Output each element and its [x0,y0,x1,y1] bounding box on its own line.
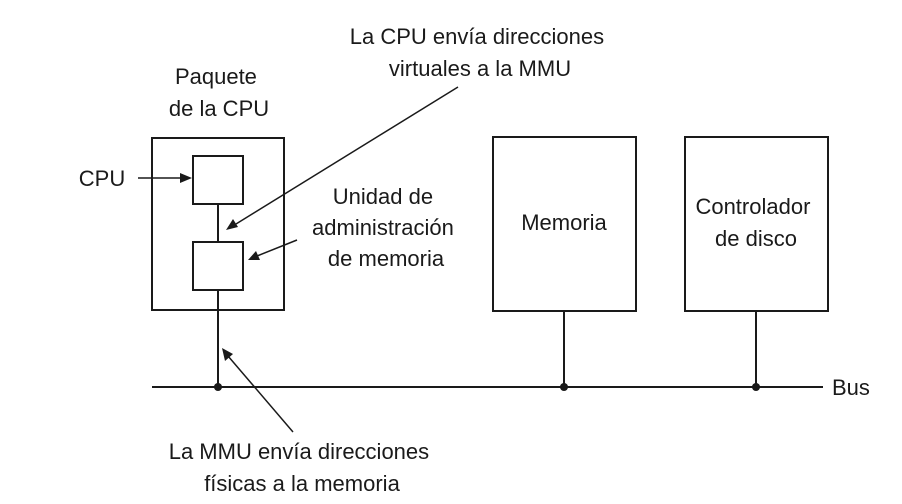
cpu-package-label: Paquete de la CPU [169,64,269,121]
top-note-label: La CPU envía direcciones virtuales a la … [350,24,610,81]
cpu-label: CPU [79,166,125,191]
cpu-label-arrowhead [180,173,192,183]
top-note-arrowhead [226,219,238,230]
memory-label: Memoria [521,210,607,235]
bottom-note-arrowhead [222,348,233,361]
bottom-note-arrow-line [227,355,294,433]
bus-junction-memory [560,383,568,391]
disk-controller-label: Controlador de disco [695,194,816,251]
mmu-label: Unidad de administración de memoria [312,184,460,271]
bus-junction-mmu [214,383,222,391]
mmu-label-arrow-line [256,239,298,257]
bus-label: Bus [832,375,870,400]
top-note-arrow-line [235,86,459,225]
mmu-chip-box [192,241,244,291]
mmu-label-arrowhead [248,251,260,260]
cpu-chip-box [192,155,244,205]
bottom-note-label: La MMU envía direcciones físicas a la me… [169,439,436,496]
disk-controller-box [684,136,829,312]
memory-box [492,136,637,312]
bus-junction-disk [752,383,760,391]
